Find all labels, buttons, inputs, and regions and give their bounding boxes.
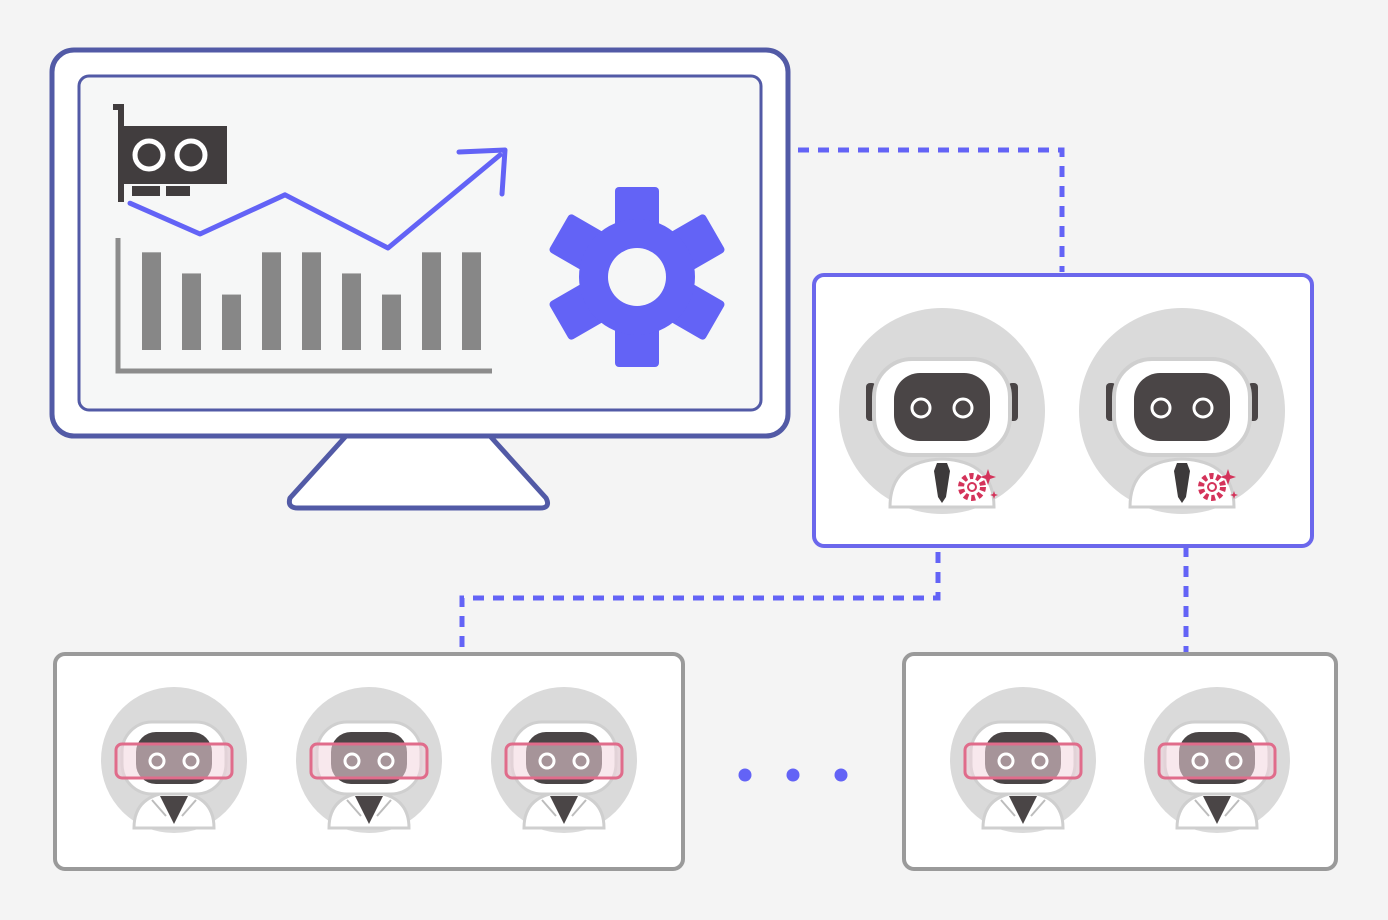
gpu-card-icon xyxy=(113,104,227,202)
chart-bar xyxy=(422,252,441,350)
trend-arrow-icon xyxy=(127,147,508,251)
worker-robot-2 xyxy=(294,685,444,835)
ellipsis-dot xyxy=(738,768,752,782)
chart-bar xyxy=(222,294,241,350)
chart-bar xyxy=(142,252,161,350)
manager-group xyxy=(812,273,1314,548)
manager-robot-1 xyxy=(839,308,1045,514)
chart-bar xyxy=(382,294,401,350)
manager-robot-2 xyxy=(1079,308,1285,514)
worker-robot-4 xyxy=(948,685,1098,835)
ellipsis-dot xyxy=(786,768,800,782)
worker-robot-5 xyxy=(1142,685,1292,835)
chart-bar xyxy=(182,273,201,350)
gear-icon xyxy=(549,187,725,367)
bar-chart-icon xyxy=(115,238,492,374)
connector-manager-to-left-workers xyxy=(459,512,941,652)
ellipsis-dot xyxy=(834,768,848,782)
worker-group-right xyxy=(902,652,1338,871)
worker-robot-1 xyxy=(99,685,249,835)
worker-group-left xyxy=(53,652,685,871)
ellipsis-dots xyxy=(738,768,848,782)
worker-robot-3 xyxy=(489,685,639,835)
chart-bar xyxy=(302,252,321,350)
chart-bar xyxy=(462,252,481,350)
chart-bar xyxy=(262,252,281,350)
monitor-stand xyxy=(286,433,550,511)
monitor xyxy=(49,47,791,511)
chart-bar xyxy=(342,273,361,350)
connector-monitor-to-manager xyxy=(798,147,1065,272)
